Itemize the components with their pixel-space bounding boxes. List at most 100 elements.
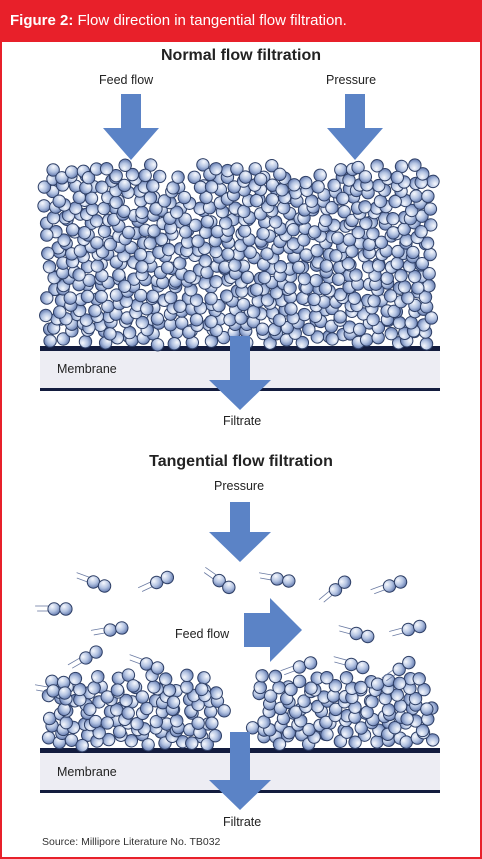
pressure-label-tangential: Pressure: [214, 479, 265, 493]
feed-flow-arrow-down: [103, 94, 159, 160]
filtrate-label-tangential: Filtrate: [223, 815, 262, 829]
figure-header: Figure 2: Flow direction in tangential f…: [2, 2, 480, 42]
particle: [230, 162, 253, 184]
particle: [409, 189, 435, 204]
particle: [72, 303, 94, 327]
particle: [414, 218, 438, 239]
particle: [283, 290, 298, 316]
particle: [354, 675, 378, 695]
particle: [311, 168, 327, 194]
particle: [370, 159, 392, 182]
particle: [331, 260, 347, 286]
particle: [403, 681, 423, 706]
particle: [200, 728, 223, 752]
pressure-label: Pressure: [326, 73, 377, 87]
particle: [166, 170, 185, 195]
particle: [390, 159, 409, 185]
filtrate-arrow-tangential: [209, 732, 271, 810]
particle: [35, 602, 73, 616]
particle: [95, 174, 119, 194]
particle: [253, 669, 269, 695]
particle: [67, 645, 103, 669]
particle: [65, 164, 91, 179]
particle: [384, 326, 406, 350]
particle: [180, 668, 194, 694]
particle: [81, 228, 104, 250]
particle: [103, 229, 126, 252]
particle: [99, 162, 123, 183]
particle: [236, 259, 255, 285]
particle: [378, 691, 396, 717]
feed-flow-label-tangential: Feed flow: [175, 627, 230, 641]
particle: [72, 259, 95, 282]
normal-flow-title: Normal flow filtration: [161, 47, 321, 64]
particle: [337, 205, 359, 228]
particle: [68, 671, 87, 697]
particle: [317, 295, 343, 309]
particle: [118, 158, 140, 182]
particle: [408, 714, 430, 738]
particle: [129, 654, 165, 675]
normal-particle-layer: [37, 158, 440, 352]
particle: [333, 656, 370, 675]
particle: [220, 170, 241, 194]
pressure-arrow-tangential: [209, 502, 271, 562]
membrane-label: Membrane: [57, 362, 117, 376]
particle: [146, 169, 167, 193]
particle: [381, 655, 416, 682]
figure-caption-text: Flow direction in tangential flow filtra…: [77, 12, 347, 29]
feed-flow-label: Feed flow: [99, 73, 154, 87]
particle: [268, 669, 286, 695]
particle: [90, 621, 129, 637]
particle: [187, 170, 208, 194]
feed-flow-arrow-right: [244, 598, 302, 662]
particle: [351, 160, 373, 184]
particle: [265, 158, 287, 182]
particle: [394, 268, 412, 294]
particle: [246, 294, 266, 319]
particle: [147, 216, 170, 238]
particle: [284, 674, 307, 697]
particle: [121, 668, 140, 693]
filtrate-label: Filtrate: [223, 414, 262, 428]
particle: [339, 671, 359, 695]
particle: [304, 671, 324, 695]
figure-caption: Figure 2: Flow direction in tangential f…: [10, 12, 347, 29]
particle: [338, 625, 375, 644]
particle: [258, 572, 296, 588]
particle: [320, 670, 343, 693]
particle: [45, 674, 71, 690]
particle: [34, 684, 72, 700]
particle: [389, 619, 427, 637]
particle: [280, 656, 318, 676]
figure-label: Figure 2:: [10, 12, 74, 29]
particle: [203, 566, 236, 595]
particle: [287, 175, 313, 192]
particle: [359, 330, 385, 347]
particle: [41, 241, 65, 261]
particle: [81, 162, 104, 185]
free-particles: [34, 566, 427, 700]
particle: [130, 706, 150, 731]
particle: [87, 669, 105, 695]
tangential-particle-layer: [41, 668, 440, 753]
particle: [145, 668, 161, 694]
particle: [408, 158, 430, 181]
membrane-label-tangential: Membrane: [57, 765, 117, 779]
particle: [248, 162, 268, 187]
particle: [158, 672, 177, 697]
particle: [210, 694, 231, 718]
particle: [138, 158, 158, 183]
particle: [331, 231, 357, 247]
particle: [37, 199, 63, 214]
filtrate-arrow-normal: [209, 336, 271, 410]
particle: [318, 575, 352, 603]
particle: [412, 672, 431, 697]
particle: [414, 174, 440, 189]
pressure-arrow-down: [327, 94, 383, 160]
particle: [370, 575, 408, 595]
particle: [37, 172, 60, 194]
particle: [138, 570, 175, 592]
